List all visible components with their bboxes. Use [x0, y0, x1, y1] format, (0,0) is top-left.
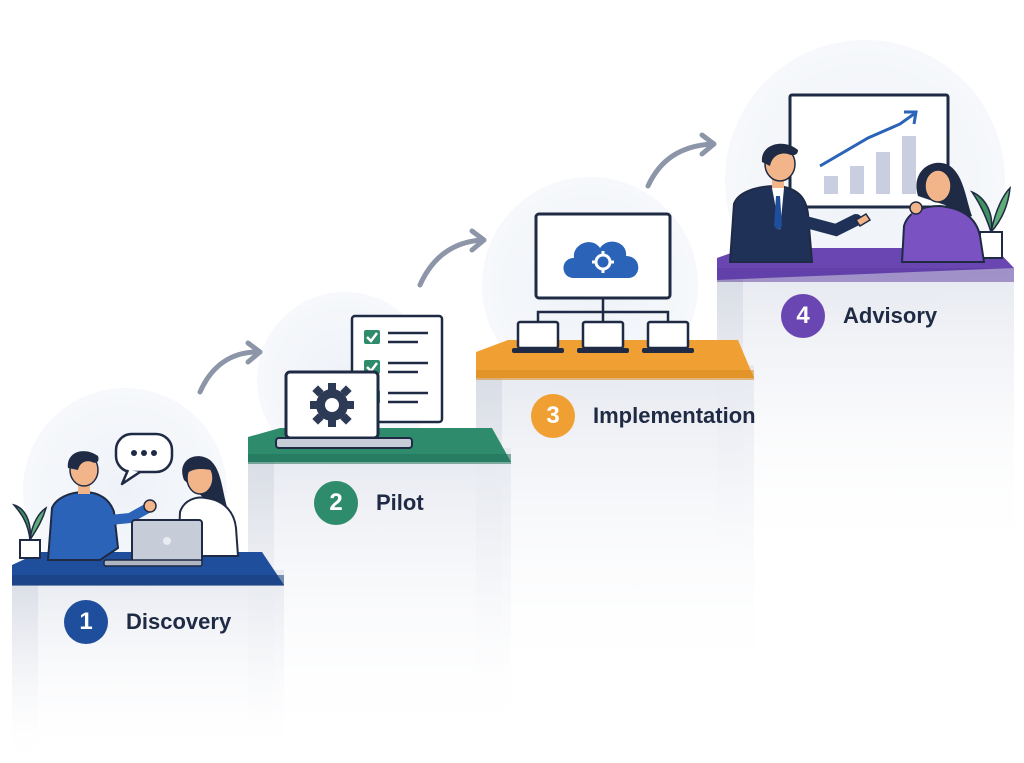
listener-figure	[900, 162, 986, 263]
plant-icon	[11, 503, 48, 559]
step-title: Advisory	[843, 303, 938, 328]
arrow-1-to-2	[197, 340, 263, 395]
laptop-icon	[512, 320, 564, 353]
step-title: Pilot	[376, 490, 424, 515]
laptop-icon	[103, 519, 203, 567]
presenter-figure	[728, 143, 872, 263]
implementation-illustration	[512, 212, 694, 353]
monitor-cloud-icon	[534, 212, 672, 300]
step-2-label: 2 Pilot	[314, 481, 424, 525]
laptop-gear-icon	[275, 370, 413, 449]
step-number-badge: 3	[531, 394, 575, 438]
laptop-icon	[577, 320, 629, 353]
step-1-block	[12, 552, 284, 763]
step-number-badge: 4	[781, 294, 825, 338]
advisory-illustration	[728, 93, 1011, 263]
discovery-illustration	[11, 432, 240, 567]
step-3-label: 3 Implementation	[531, 394, 756, 438]
step-4-label: 4 Advisory	[781, 294, 937, 338]
step-number-badge: 2	[314, 481, 358, 525]
speech-bubble-icon	[114, 432, 174, 486]
step-number-badge: 1	[64, 600, 108, 644]
step-3-block	[476, 340, 754, 695]
step-title: Discovery	[126, 609, 232, 634]
laptop-icon	[642, 320, 694, 353]
woman-figure	[176, 456, 240, 557]
arrow-3-to-4	[645, 132, 717, 189]
arrow-2-to-3	[417, 228, 487, 288]
step-2-block	[248, 428, 511, 748]
network-lines	[536, 298, 670, 322]
step-1-label: 1 Discovery	[64, 600, 231, 644]
man-figure	[46, 451, 157, 561]
presentation-board-icon	[788, 93, 950, 209]
step-title: Implementation	[593, 403, 756, 428]
pilot-illustration	[275, 314, 444, 449]
